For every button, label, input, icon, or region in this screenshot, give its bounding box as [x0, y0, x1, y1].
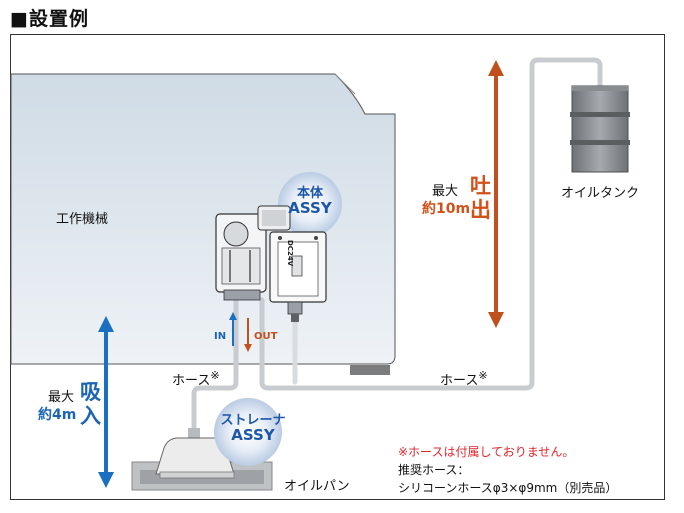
strainer [155, 428, 235, 479]
suction-kanji-1: 吸 [80, 380, 101, 404]
hose-warning-note: ※ホースは付属しておりません。 [398, 445, 575, 459]
pump-unit [215, 205, 327, 322]
hose-left-text: ホース [172, 373, 211, 389]
in-label: IN [214, 331, 227, 342]
machine-tool-label: 工作機械 [56, 212, 109, 227]
main-unit-callout-line1: 本体 [296, 186, 323, 201]
discharge-max-label: 最大 [432, 184, 459, 199]
hose-right-mark: ※ [478, 369, 488, 382]
out-label: OUT [254, 331, 278, 342]
installation-diagram [10, 57, 630, 491]
flow-arrows [229, 312, 252, 352]
suction-height-arrow [98, 316, 114, 488]
oil-tank-label: オイルタンク [561, 186, 640, 201]
suction-kanji-2: 入 [80, 404, 101, 428]
suction-max-label: 最大 [48, 390, 75, 405]
recommended-hose-label: 推奨ホース： [398, 463, 470, 477]
hose-right-text: ホース [440, 373, 479, 389]
hose-left-label: ホース※ [172, 369, 220, 388]
dc24v-label: DC24V [286, 240, 294, 267]
strainer-bubble [214, 398, 282, 466]
main-unit-callout-line2: ASSY [288, 199, 332, 217]
hose-right-label: ホース※ [440, 369, 488, 388]
main-unit-bubble [278, 172, 342, 236]
discharge-height-arrow [488, 60, 504, 328]
discharge-distance-label: 約10m [422, 201, 471, 217]
hose-left-mark: ※ [210, 369, 220, 382]
strainer-callout-line1: ストレーナ [220, 413, 286, 428]
discharge-kanji-1: 吐 [470, 174, 491, 198]
recommended-hose-spec: シリコーンホースφ3×φ9mm（別売品） [398, 481, 618, 495]
strainer-callout: ストレーナ ASSY [210, 413, 296, 443]
oil-tank [570, 85, 630, 173]
oil-pan-label: オイルパン [284, 479, 350, 494]
discharge-kanji-2: 出 [470, 198, 491, 222]
page-title: ■設置例 [10, 8, 89, 30]
strainer-callout-line2: ASSY [231, 426, 275, 444]
suction-distance-label: 約4m [38, 407, 77, 423]
main-unit-callout: 本体 ASSY [278, 186, 342, 216]
